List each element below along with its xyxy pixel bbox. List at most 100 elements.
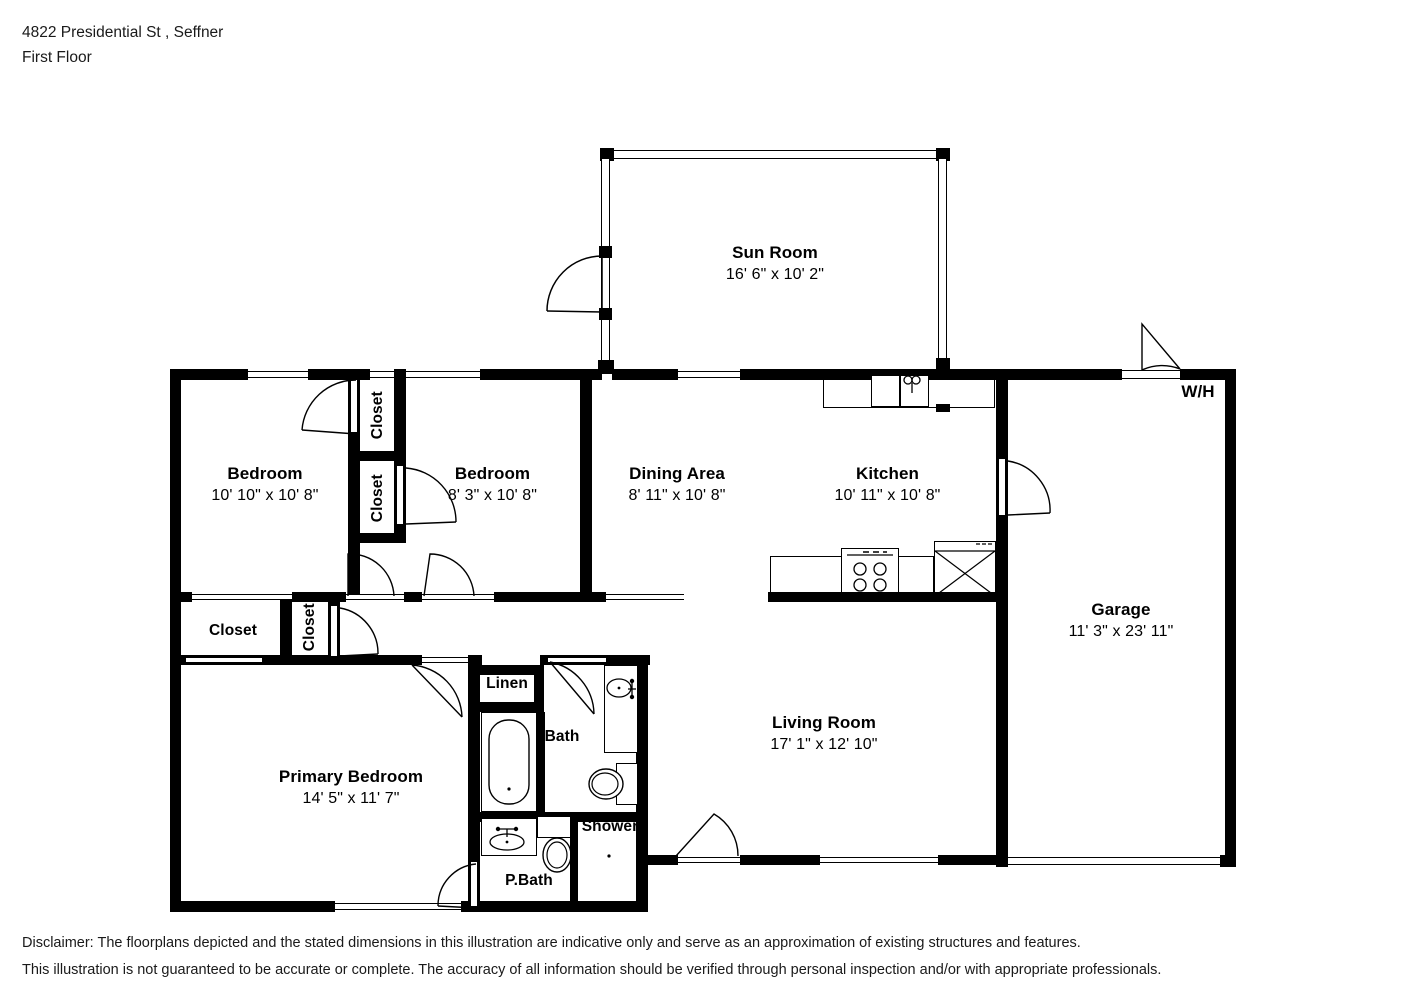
dining-area-label: Dining Area 8' 11" x 10' 8" bbox=[598, 463, 756, 507]
wall-closet-bed-right bbox=[394, 369, 406, 451]
wall-closet2-bottom bbox=[348, 533, 406, 543]
linen-label: Linen bbox=[474, 674, 540, 694]
bedroom-1-name: Bedroom bbox=[227, 464, 303, 483]
sun-room-window-right bbox=[938, 159, 947, 359]
front-door-swing bbox=[675, 813, 739, 857]
plan-header: 4822 Presidential St , Seffner First Flo… bbox=[22, 20, 223, 70]
wall-kitchen-south bbox=[768, 592, 998, 602]
closet-hall-narrow-name: Closet bbox=[300, 603, 318, 652]
bath-sink-icon bbox=[606, 678, 636, 700]
kitchen-range-burners-icon bbox=[847, 551, 893, 592]
hall-wall-south-c bbox=[468, 655, 482, 665]
wall-bath-block-left bbox=[468, 665, 480, 912]
living-wall-bottom-a bbox=[646, 855, 678, 865]
bath-toilet-bowl-icon bbox=[588, 768, 624, 800]
kitchen-lower-counter-left bbox=[770, 556, 846, 596]
closet-hall-wide-name: Closet bbox=[209, 622, 257, 639]
hall-wall-north-a bbox=[170, 592, 192, 602]
pbath-door-leaf bbox=[470, 862, 478, 906]
bedroom-1-label: Bedroom 10' 10" x 10' 8" bbox=[180, 463, 350, 507]
sun-room-post-top-left bbox=[600, 148, 614, 161]
pbath-sink-icon bbox=[489, 826, 525, 851]
kitchen-faucet-icon bbox=[903, 375, 921, 393]
wall-linen-side bbox=[534, 665, 544, 712]
exterior-wall-top-kitchen bbox=[824, 369, 950, 380]
dining-area-name: Dining Area bbox=[629, 464, 725, 483]
pbath-label: P.Bath bbox=[488, 871, 570, 891]
kitchen-garage-door-swing bbox=[1007, 460, 1051, 516]
pbath-name: P.Bath bbox=[505, 872, 553, 889]
living-wall-bottom-c bbox=[938, 855, 998, 865]
kitchen-range bbox=[841, 548, 899, 596]
exterior-wall-top-dining-b bbox=[740, 369, 824, 380]
exterior-wall-top-garage-a bbox=[950, 369, 1122, 380]
bathtub bbox=[481, 712, 537, 812]
door-opening-bed1 bbox=[346, 594, 404, 600]
exterior-wall-left-lower bbox=[170, 599, 181, 911]
window-living-bottom bbox=[820, 857, 938, 863]
exterior-wall-left-upper bbox=[170, 369, 181, 599]
wall-linen-right bbox=[468, 665, 544, 675]
bathtub-basin-icon bbox=[488, 719, 530, 805]
living-room-dim: 17' 1" x 12' 10" bbox=[770, 736, 878, 754]
kitchen-refrigerator-icon bbox=[934, 543, 996, 597]
exterior-wall-top-garage-b bbox=[1180, 369, 1236, 380]
bedroom2-door-swing bbox=[423, 553, 475, 597]
kitchen-name: Kitchen bbox=[855, 464, 920, 483]
wall-shower-left bbox=[570, 812, 578, 910]
exterior-wall-right bbox=[1225, 369, 1236, 864]
kitchen-dim: 10' 11" x 10' 8" bbox=[834, 487, 941, 505]
sun-room-window-top bbox=[601, 150, 949, 159]
hall-wall-south-a bbox=[170, 655, 410, 665]
closet-lower-door-swing bbox=[405, 467, 457, 525]
exterior-wall-bottom-bath bbox=[483, 901, 648, 912]
opening-hall-south bbox=[410, 657, 468, 663]
sun-room-post-bottom-left bbox=[598, 360, 614, 374]
garage-door-post-right bbox=[1220, 855, 1236, 867]
disclaimer-block: Disclaimer: The floorplans depicted and … bbox=[22, 930, 1161, 984]
sun-room-label: Sun Room 16' 6" x 10' 2" bbox=[655, 242, 895, 286]
sun-room-post-top-right bbox=[936, 148, 950, 161]
closet-hall-narrow-label: Closet bbox=[300, 591, 320, 663]
garage-door-post-left bbox=[996, 855, 1008, 867]
closet-bed1-lower-label: Closet bbox=[368, 462, 388, 534]
hall-wall-north-c bbox=[404, 592, 422, 602]
bath-door-opening bbox=[548, 657, 606, 663]
exterior-wall-top-left bbox=[170, 369, 248, 380]
sun-room-door-swing bbox=[546, 255, 603, 313]
garage-label: Garage 11' 3" x 23' 11" bbox=[1035, 599, 1207, 643]
linen-name: Linen bbox=[486, 675, 528, 692]
kitchen-label: Kitchen 10' 11" x 10' 8" bbox=[805, 463, 970, 507]
sun-room-name: Sun Room bbox=[732, 243, 818, 262]
kitchen-garage-door-leaf bbox=[998, 459, 1006, 515]
kitchen-counter-end-post bbox=[936, 404, 950, 412]
closet-bed1-upper-name: Closet bbox=[368, 391, 386, 440]
kitchen-refrigerator bbox=[934, 541, 996, 596]
living-wall-bottom-b bbox=[740, 855, 820, 865]
sun-room-window-left-lower bbox=[601, 320, 610, 363]
hall-wall-south-b bbox=[410, 655, 422, 665]
hall-wall-north-b bbox=[292, 592, 346, 602]
window-dining-top bbox=[678, 371, 740, 378]
bath-door-swing bbox=[549, 661, 595, 715]
closet-bed1-lower-name: Closet bbox=[368, 474, 386, 523]
garage-overhead-door bbox=[1008, 857, 1224, 865]
shower-drain-icon bbox=[607, 854, 611, 858]
sun-room-dim: 16' 6" x 10' 2" bbox=[725, 266, 825, 284]
disclaimer-line-1: Disclaimer: The floorplans depicted and … bbox=[22, 935, 1081, 951]
property-address: 4822 Presidential St , Seffner bbox=[22, 24, 224, 41]
door-opening-bed2 bbox=[422, 594, 494, 600]
opening-hall-to-dining bbox=[606, 594, 684, 600]
bedroom-1-dim: 10' 10" x 10' 8" bbox=[211, 487, 319, 505]
window-bedroom2-top bbox=[370, 371, 480, 378]
wall-bath-tub-side bbox=[537, 712, 545, 812]
exterior-wall-top-left-c bbox=[480, 369, 602, 380]
wall-closet-wide-right bbox=[280, 599, 292, 659]
wall-bath-block-right bbox=[636, 660, 648, 910]
window-primary-bottom bbox=[335, 903, 461, 910]
pbath-toilet-bowl-icon bbox=[542, 837, 572, 873]
primary-bedroom-label: Primary Bedroom 14' 5" x 11' 7" bbox=[226, 766, 476, 810]
closet-narrow-door-leaf bbox=[330, 606, 338, 656]
